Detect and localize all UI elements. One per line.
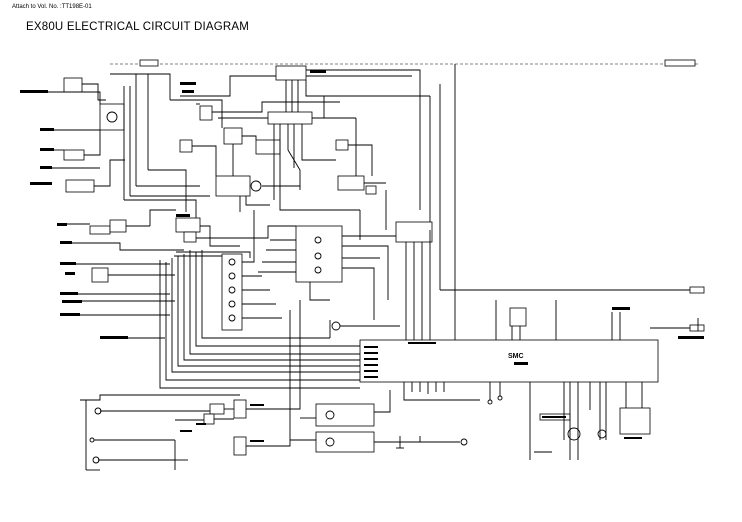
left-components	[20, 77, 301, 471]
attach-note: Attach to Vol. No. :TT198E-01	[12, 4, 92, 10]
lower-components	[290, 382, 651, 460]
right-side	[440, 286, 705, 340]
controller-box: SMC	[359, 339, 659, 383]
diagram-title: EX80U ELECTRICAL CIRCUIT DIAGRAM	[26, 21, 250, 33]
top-buses	[110, 59, 700, 67]
main-harness	[110, 73, 360, 389]
top-center	[170, 64, 456, 340]
controller-label: SMC	[508, 353, 524, 360]
middle-blocks	[149, 190, 433, 340]
bottom-wiring	[174, 404, 264, 470]
